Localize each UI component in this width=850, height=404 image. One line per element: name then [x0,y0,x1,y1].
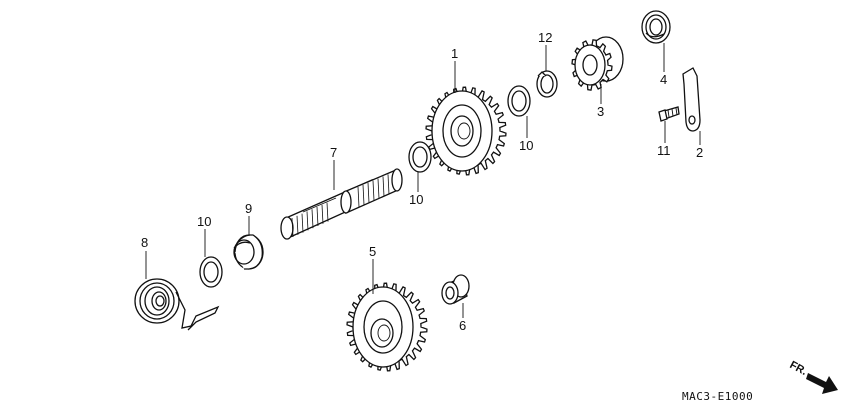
callout-11: 11 [657,143,671,158]
shaft-spline-line [311,209,314,229]
shaft-spline-line [387,174,390,195]
callout-1: 1 [451,46,458,61]
part-1-gear [425,86,507,176]
part-10-washer-a [199,256,223,288]
part-8-spring [134,278,220,331]
shaft-spline-line [357,186,360,208]
callout-12: 12 [538,30,552,45]
shaft-spline-line [301,213,304,233]
part-5-gear [346,282,428,372]
shaft-spline-line [367,182,370,203]
callout-6: 6 [459,318,466,333]
shaft-spline-line [377,178,380,199]
callout-7: 7 [330,145,337,160]
callout-10-a: 10 [197,214,211,229]
shaft-spline-line [326,202,329,222]
direction-label: FR. [788,359,809,378]
shaft-spline-line [291,217,294,238]
shaft-spline-line [382,176,385,197]
part-4-spring [641,10,671,44]
part-11-bolt [658,106,680,122]
callout-4: 4 [660,72,667,87]
part-12-circlip [536,70,558,98]
arrow-icon [806,373,838,394]
diagram-code: MAC3-E1000 [682,390,753,403]
shaft-spline-line [316,206,319,227]
callout-3: 3 [597,104,604,119]
part-10-washer-c [507,85,531,117]
shaft-spline-line [306,211,309,231]
leader-lines [145,43,701,318]
front-direction-arrow: FR. [788,359,838,394]
part-7-shaft [280,168,403,240]
callout-2: 2 [696,145,703,160]
callout-10-b: 10 [409,192,423,207]
callout-9: 9 [245,201,252,216]
part-2-guide-plate [682,67,701,132]
callouts: 1 2 3 4 5 6 7 8 9 10 10 10 11 12 [141,30,703,333]
shaft-spline-line [362,184,365,205]
part-6-bushing [441,274,470,305]
shaft-spline-line [372,180,375,201]
shaft-spline-line [321,204,324,224]
callout-8: 8 [141,235,148,250]
callout-5: 5 [369,244,376,259]
part-3-ratchet [571,36,624,91]
part-9-collar [233,234,264,270]
callout-10-c: 10 [519,138,533,153]
part-10-washer-b [408,141,432,173]
shaft-spline-line [296,215,299,235]
